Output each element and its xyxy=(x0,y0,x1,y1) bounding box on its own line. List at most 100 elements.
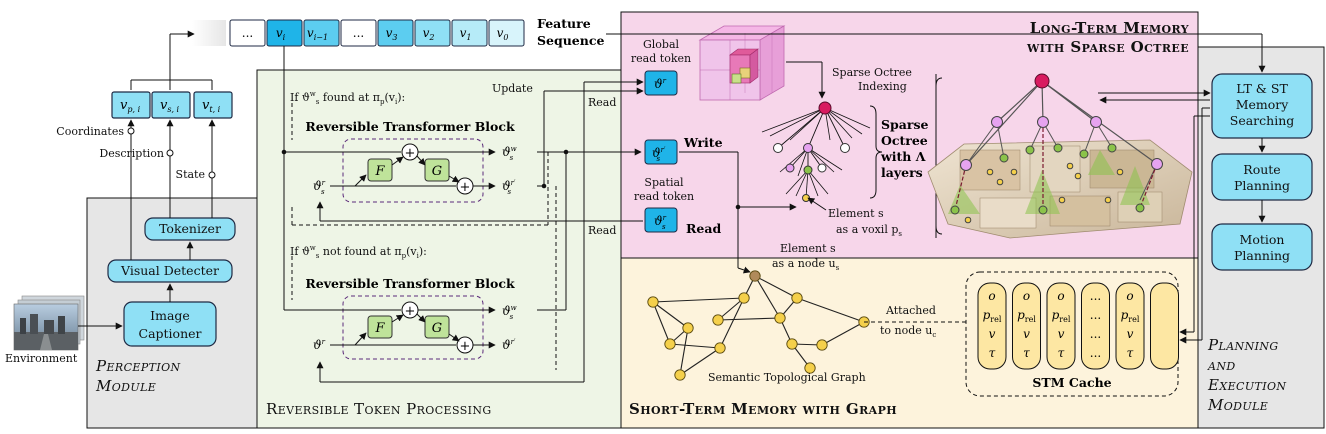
perception-token-group: vp, i vs, i vt, i xyxy=(111,91,233,119)
octree-level2-node xyxy=(803,165,813,175)
svg-text:+: + xyxy=(405,146,416,161)
stm-cache-entry: o xyxy=(1126,289,1133,303)
feature-cell-label: v2 xyxy=(423,26,435,42)
coordinates-label: Coordinates xyxy=(56,125,124,138)
scene-leaf-node xyxy=(950,205,960,215)
global-read-token-label-2: read token xyxy=(631,52,691,65)
g-function-1 xyxy=(424,158,450,182)
token-semantic xyxy=(151,91,191,119)
feature-cell-label: v1 xyxy=(460,26,472,42)
octree-level1-node xyxy=(773,143,783,153)
svg-text:F: F xyxy=(374,164,385,179)
memory-search-label: LT & ST xyxy=(1236,81,1288,96)
route-planning-box xyxy=(1211,153,1313,201)
scene-node xyxy=(991,116,1003,128)
svg-text:G: G xyxy=(432,321,442,336)
global-read-token-label: Global xyxy=(643,38,680,51)
global-read-token xyxy=(644,70,678,96)
planning-title-2: and xyxy=(1207,356,1236,374)
stm-cache-entry: v xyxy=(1023,327,1030,341)
octree-level1-node xyxy=(803,143,813,153)
token-position xyxy=(111,91,151,119)
stm-cache-slot xyxy=(1115,282,1145,370)
graph-node xyxy=(674,369,686,381)
condition-not-found: If ϑws not found at πp(vi): xyxy=(290,244,427,260)
scene-element-node xyxy=(964,216,972,224)
scene-leaf-node xyxy=(1135,203,1145,213)
svg-text:G: G xyxy=(432,164,442,179)
graph-node xyxy=(714,342,726,354)
sparse-octree-layers-label-4: layers xyxy=(881,165,923,180)
scene-node xyxy=(1037,116,1049,128)
memory-search-label-2: Memory xyxy=(1236,97,1290,112)
svg-text:+: + xyxy=(460,339,471,354)
perception-module-title: Perception xyxy=(95,357,181,375)
semantic-topological-graph xyxy=(647,270,870,381)
stm-cache-entry: v xyxy=(1058,327,1065,341)
stm-cache-entry: τ xyxy=(1058,346,1065,360)
feature-cell-label: v0 xyxy=(497,26,509,42)
attached-label-2: to node uc xyxy=(880,324,936,339)
motion-planning-box xyxy=(1211,223,1313,271)
graph-node xyxy=(647,296,659,308)
octree-level2-node xyxy=(785,163,795,173)
feature-sequence-title: Feature xyxy=(537,16,591,31)
reversible-block-title-2: Reversible Transformer Block xyxy=(305,276,515,291)
graph-node xyxy=(804,362,816,374)
svg-text:F: F xyxy=(374,321,385,336)
image-captioner-label: Image xyxy=(150,308,190,323)
svg-text:+: + xyxy=(460,180,471,195)
route-planning-label: Route xyxy=(1243,162,1280,177)
token-state xyxy=(193,91,233,119)
feature-cell xyxy=(229,19,266,47)
perception-arrows xyxy=(78,30,216,330)
element-node-label: Element s xyxy=(780,242,836,255)
octree-level1-node xyxy=(840,143,850,153)
graph-node xyxy=(816,339,828,351)
reversible-block-title-1: Reversible Transformer Block xyxy=(305,119,515,134)
image-captioner-label-2: Captioner xyxy=(139,326,202,341)
graph-node xyxy=(664,338,676,350)
svg-text:ϑrs: ϑrs xyxy=(313,179,326,196)
planning-title: Planning xyxy=(1207,336,1279,354)
scene-element-node xyxy=(1104,196,1112,204)
stm-cache-entry: o xyxy=(1023,289,1030,303)
scene-leaf-node xyxy=(999,153,1009,163)
graph-node xyxy=(682,322,694,334)
svg-text:vt, i: vt, i xyxy=(202,98,221,114)
visual-detecter-box xyxy=(107,259,233,283)
motion-planning-label-2: Planning xyxy=(1234,248,1290,263)
scene-element-node xyxy=(996,178,1004,186)
octree-level2-node xyxy=(817,163,827,173)
semantic-graph-label: Semantic Topological Graph xyxy=(708,371,866,384)
planning-arrows xyxy=(606,33,1266,344)
stm-cache-slot xyxy=(977,282,1007,370)
svg-text:ϑws: ϑws xyxy=(502,304,517,321)
stm-cache-entry: τ xyxy=(1023,346,1030,360)
scene-leaf-node xyxy=(1079,149,1089,159)
feature-cell-label: vi xyxy=(276,26,286,42)
element-node-label-2: as a node us xyxy=(772,257,840,272)
stm-cache-slot xyxy=(1081,282,1110,370)
update-label: Update xyxy=(492,82,533,95)
octree-cube xyxy=(698,25,786,101)
scene-leaf-node xyxy=(1025,145,1035,155)
route-planning-label-2: Planning xyxy=(1234,178,1290,193)
stm-cache-entry: τ xyxy=(1127,346,1134,360)
reversible-processing-region xyxy=(256,69,622,429)
scene-element-node xyxy=(1010,168,1018,176)
tokenizer-label: Tokenizer xyxy=(159,221,221,236)
scene-root-node xyxy=(1034,73,1050,89)
write-label: Write xyxy=(683,135,723,150)
scene-3d-octree xyxy=(927,73,1193,239)
tokenizer-box xyxy=(144,217,236,241)
octree-tree xyxy=(761,101,871,202)
stm-cache-entry: o xyxy=(988,289,995,303)
stm-cache-slot xyxy=(1046,282,1076,370)
scene-node xyxy=(1090,116,1102,128)
stm-cache-slot xyxy=(1150,282,1179,370)
